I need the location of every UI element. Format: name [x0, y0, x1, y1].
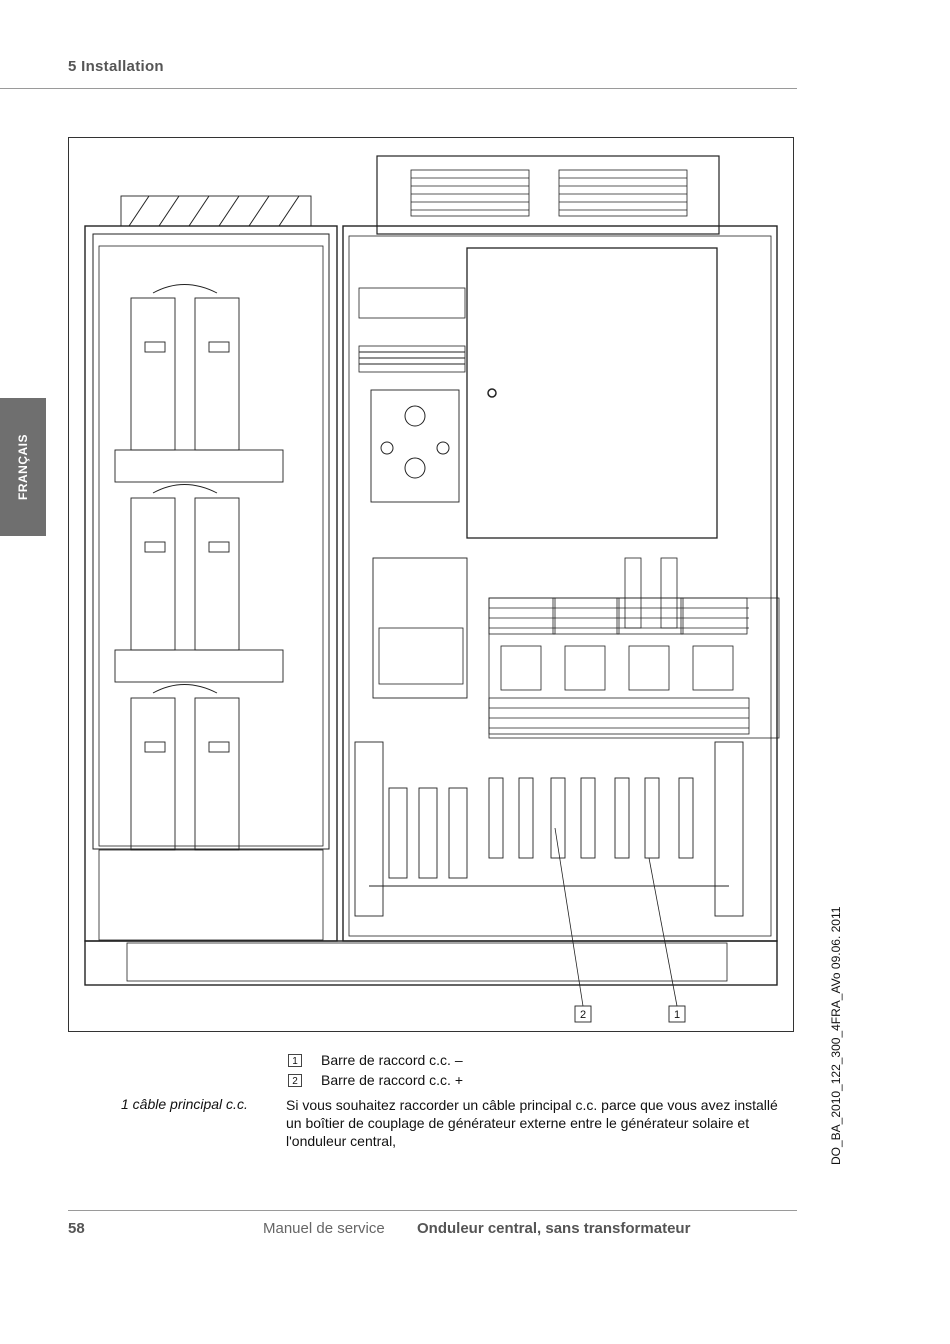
- vent-grille-right: [558, 169, 688, 217]
- legend-text: Barre de raccord c.c. –: [321, 1052, 463, 1068]
- legend-item: 1 Barre de raccord c.c. –: [288, 1050, 463, 1070]
- vent-grille-left: [410, 169, 530, 217]
- header-divider: [0, 88, 797, 89]
- legend-number: 1: [288, 1053, 302, 1067]
- callout-2: 2: [580, 1009, 586, 1021]
- legend-number: 2: [288, 1073, 302, 1087]
- language-tab: FRANÇAIS: [0, 398, 46, 536]
- figure-legend: 1 Barre de raccord c.c. – 2 Barre de rac…: [288, 1050, 463, 1090]
- cabinet-technical-drawing: 2 1: [68, 137, 794, 1032]
- dc-busbars: [354, 741, 744, 917]
- document-reference: DO_BA_2010_122_300_4FRA_AVo 09.06. 2011: [829, 906, 843, 1165]
- footer-divider: [68, 1210, 797, 1211]
- section-title: 5 Installation: [68, 58, 164, 75]
- language-tab-label: FRANÇAIS: [16, 434, 30, 500]
- legend-item: 2 Barre de raccord c.c. +: [288, 1070, 463, 1090]
- fuse-modules: [488, 597, 780, 739]
- margin-label: 1 câble principal c.c.: [121, 1096, 248, 1112]
- body-paragraph: Si vous souhaitez raccorder un câble pri…: [286, 1097, 778, 1149]
- page-number: 58: [68, 1220, 85, 1237]
- footer-manual-label: Manuel de service: [263, 1220, 385, 1237]
- footer-product-title: Onduleur central, sans transformateur: [417, 1220, 691, 1237]
- capacitor-bank: [114, 284, 284, 851]
- legend-text: Barre de raccord c.c. +: [321, 1072, 464, 1088]
- callout-1: 1: [674, 1009, 680, 1021]
